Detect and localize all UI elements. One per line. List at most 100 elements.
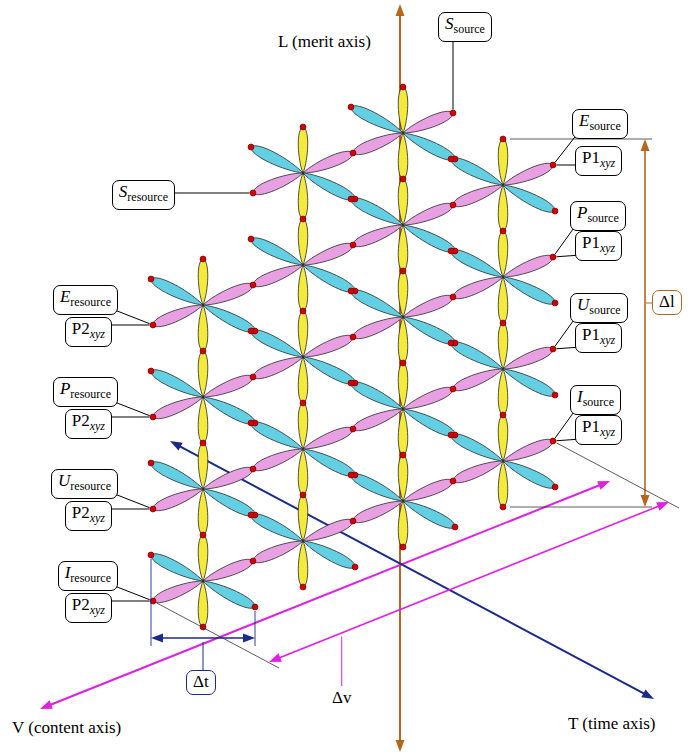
merit-petal [198, 259, 208, 305]
tip-dot [450, 110, 456, 116]
merit-petal [498, 231, 507, 277]
tip-dot [500, 228, 506, 234]
content-petal [303, 427, 353, 449]
callout-subscript: resource [127, 190, 168, 204]
merit-petal [298, 219, 307, 265]
tip-dot [448, 156, 454, 162]
tip-dot [448, 432, 454, 438]
time-petal [203, 397, 255, 424]
content-petal [353, 133, 403, 155]
time-petal [203, 581, 255, 608]
tip-dot [248, 512, 254, 518]
tip-dot [248, 236, 254, 242]
lattice [148, 84, 558, 630]
tip-dot [150, 322, 156, 328]
tip-dot [150, 414, 156, 420]
callout-symbol: P [60, 379, 70, 398]
tip-dot [400, 268, 406, 274]
tip-dot [348, 288, 354, 294]
time-petal [451, 434, 503, 461]
content-petal [403, 111, 453, 133]
tip-dot [450, 386, 456, 392]
content-petal [153, 305, 203, 327]
callout-subscript: source [589, 119, 620, 133]
leader-line [341, 637, 342, 686]
time-petal [203, 489, 255, 516]
merit-petal [498, 185, 507, 231]
content-axis-head [40, 700, 53, 709]
callout-box: P1xyz [575, 323, 622, 353]
tip-dot [552, 392, 558, 398]
callout-symbol: P1 [582, 325, 600, 344]
content-petal [353, 409, 403, 431]
content-petal [453, 369, 503, 391]
tip-dot [550, 438, 556, 444]
merit-petal [498, 323, 507, 369]
content-petal [303, 335, 353, 357]
time-petal [403, 317, 455, 344]
callout-subscript: resource [70, 479, 111, 493]
tip-dot [348, 104, 354, 110]
tip-dot [348, 472, 354, 478]
time-petal [151, 554, 203, 581]
leader-line [106, 509, 150, 510]
merit-petal [498, 415, 507, 461]
merit-petal [298, 265, 307, 311]
callout-symbol: P2 [72, 503, 90, 522]
dimension-box: Δl [652, 290, 682, 315]
callout-box: Usource [570, 293, 628, 323]
callout-symbol: P1 [582, 417, 600, 436]
time-petal [503, 461, 555, 488]
tip-dot [300, 308, 306, 314]
callout-symbol: P2 [72, 319, 90, 338]
merit-dimension [644, 147, 646, 499]
tip-dot [250, 558, 256, 564]
content-petal [453, 461, 503, 483]
callout-subscript: resource [70, 295, 111, 309]
content-dimension [276, 505, 661, 659]
merit-petal [298, 449, 307, 495]
axis-label: T (time axis) [566, 714, 658, 734]
callout-symbol: I [65, 563, 71, 582]
merit-petal [398, 179, 407, 225]
tip-dot [552, 484, 558, 490]
callout-box: Isource [570, 385, 621, 415]
tip-dot [148, 368, 154, 374]
merit-petal [298, 127, 307, 173]
callout-box: P2xyz [65, 501, 112, 531]
callout-box: P2xyz [65, 409, 112, 439]
merit-petal [398, 225, 407, 271]
tip-dot [500, 412, 506, 418]
time-petal [403, 501, 455, 528]
time-petal [351, 290, 403, 317]
time-dimension [159, 637, 247, 638]
time-petal [351, 474, 403, 501]
content-petal [153, 489, 203, 511]
merit-petal [398, 455, 407, 501]
merit-petal [298, 403, 307, 449]
merit-petal [398, 317, 407, 363]
tip-dot [252, 604, 258, 610]
content-petal [303, 243, 353, 265]
callout-subscript: resource [70, 571, 111, 585]
time-petal [151, 278, 203, 305]
tip-dot [200, 440, 206, 446]
tip-dot [148, 276, 154, 282]
tip-dot [150, 506, 156, 512]
tip-dot [148, 552, 154, 558]
callout-box: P2xyz [65, 593, 112, 623]
content-axis [47, 484, 602, 706]
callout-symbol: P2 [72, 411, 90, 430]
callout-box: P1xyz [575, 415, 622, 445]
merit-petal [398, 271, 407, 317]
axis-label: L (merit axis) [276, 32, 373, 52]
time-petal [503, 185, 555, 212]
tip-dot [300, 400, 306, 406]
content-petal [503, 255, 553, 277]
tip-dot [200, 532, 206, 538]
tip-dot [450, 294, 456, 300]
time-petal [251, 422, 303, 449]
merit-petal [198, 397, 208, 443]
tip-dot [350, 150, 356, 156]
time-petal [403, 133, 455, 160]
